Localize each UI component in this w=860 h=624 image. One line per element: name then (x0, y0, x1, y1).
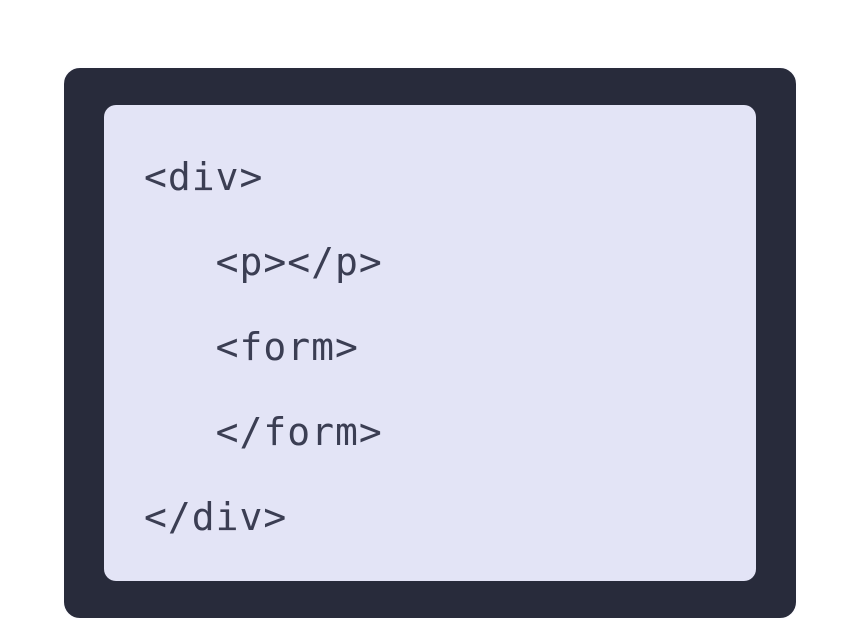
code-line: <p></p> (144, 240, 383, 284)
code-panel: <div> <p></p> <form> </form> </div> (104, 105, 756, 581)
code-line: <form> (144, 325, 359, 369)
code-line: <div> (144, 155, 264, 199)
code-line: </form> (144, 410, 383, 454)
code-snippet: <div> <p></p> <form> </form> </div> (144, 135, 716, 560)
code-line: </div> (144, 495, 288, 539)
code-card: <div> <p></p> <form> </form> </div> (62, 66, 798, 620)
